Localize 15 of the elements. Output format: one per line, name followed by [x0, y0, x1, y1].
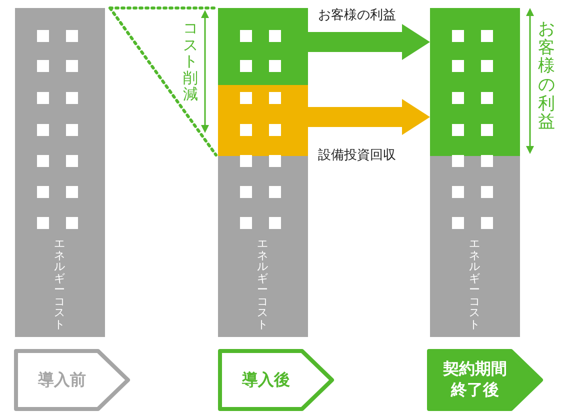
building — [15, 8, 105, 337]
block-arrow — [308, 99, 430, 135]
cost-reduction-label: コスト削減 — [183, 20, 198, 102]
profit-label: お客様の利益 — [538, 20, 555, 132]
stage-tag: 導入後 — [218, 349, 336, 411]
building-label: エネルギーコスト — [469, 238, 480, 330]
edge-label: お客様の利益 — [318, 7, 396, 24]
building — [218, 8, 308, 337]
stage-tag: 契約期間終了後 — [427, 349, 545, 411]
edge-label: 設備投資回収 — [318, 147, 396, 164]
building-label: エネルギーコスト — [257, 238, 268, 330]
building-label: エネルギーコスト — [54, 238, 65, 330]
stage-tag: 導入前 — [14, 349, 132, 411]
building — [430, 8, 520, 337]
block-arrow — [308, 24, 430, 60]
